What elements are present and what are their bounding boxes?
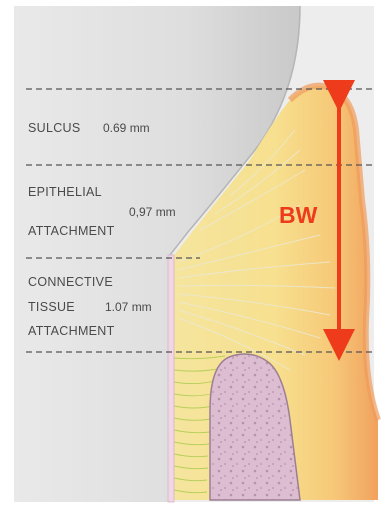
label-connective-line3: ATTACHMENT <box>28 325 115 338</box>
root-surface <box>168 255 174 502</box>
value-epithelial: 0,97 mm <box>129 206 176 218</box>
label-connective-line2: TISSUE <box>28 301 75 314</box>
value-sulcus: 0.69 mm <box>103 122 150 134</box>
biologic-width-label: BW <box>279 204 317 227</box>
label-connective-line1: CONNECTIVE <box>28 276 113 289</box>
label-epithelial-line1: EPITHELIAL <box>28 186 102 199</box>
value-connective: 1.07 mm <box>105 301 152 313</box>
label-epithelial-line2: ATTACHMENT <box>28 225 115 238</box>
label-sulcus: SULCUS <box>28 122 81 135</box>
